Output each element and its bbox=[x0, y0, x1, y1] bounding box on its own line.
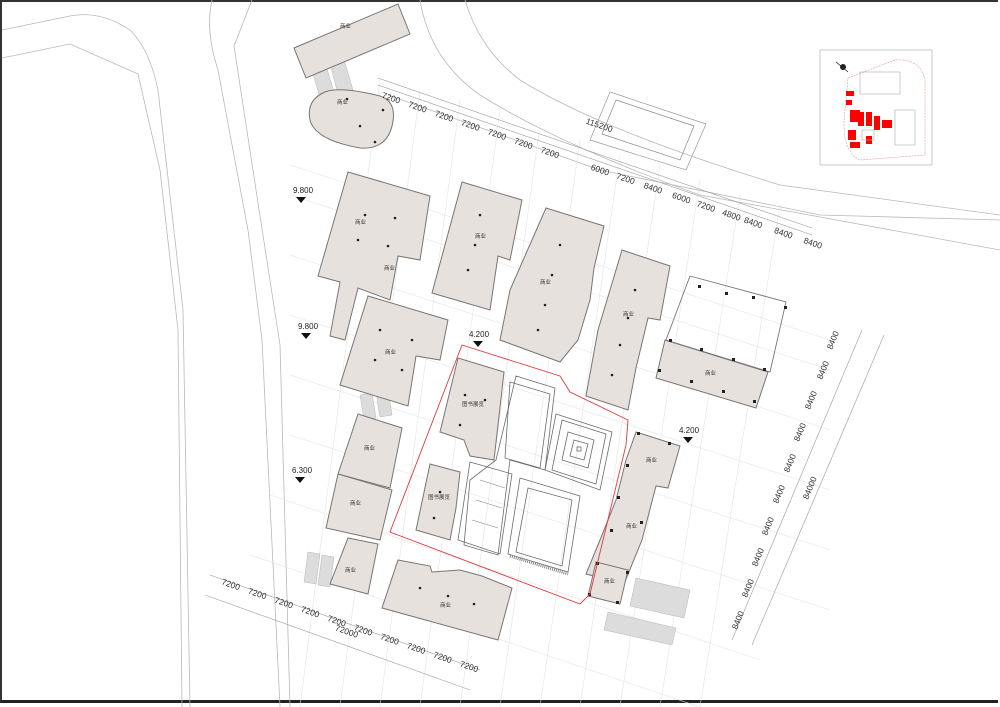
elevation-triangle-icon bbox=[301, 333, 311, 339]
label-commercial: 商业 bbox=[604, 577, 616, 585]
label-commercial: 商业 bbox=[364, 444, 376, 452]
building-library-2 bbox=[415, 463, 461, 541]
label-commercial: 商业 bbox=[626, 522, 638, 530]
elevation-triangle-icon bbox=[296, 197, 306, 203]
svg-text:8400: 8400 bbox=[760, 515, 776, 537]
svg-text:4.200: 4.200 bbox=[679, 426, 700, 435]
site-boundary bbox=[389, 344, 629, 605]
svg-text:6.300: 6.300 bbox=[292, 466, 313, 475]
svg-text:8400: 8400 bbox=[803, 389, 819, 411]
building-commercial-n1 bbox=[431, 181, 523, 311]
label-library: 图书展览 bbox=[428, 493, 451, 501]
dimension-total-right: 84000 bbox=[801, 475, 819, 501]
building-labels: 商业 商业 商业 商业 商业 商业 商业 商业 商业 商业 商业 商业 商业 商… bbox=[337, 22, 717, 609]
building-commercial-sw2 bbox=[325, 473, 393, 541]
building-commercial-sw1 bbox=[337, 413, 403, 489]
building-commercial-n2 bbox=[499, 207, 605, 363]
elevation-triangle-icon bbox=[473, 341, 483, 347]
label-commercial: 商业 bbox=[385, 348, 397, 356]
svg-text:8400: 8400 bbox=[792, 421, 808, 443]
building-commercial-nw bbox=[317, 171, 431, 341]
label-commercial: 商业 bbox=[350, 499, 362, 507]
building-commercial-oval bbox=[308, 89, 394, 149]
label-commercial: 商业 bbox=[384, 264, 396, 272]
label-commercial: 商业 bbox=[337, 98, 349, 106]
building-commercial-w bbox=[339, 295, 449, 407]
elevation-markers: 9.800 9.800 4.200 4.200 6.300 bbox=[292, 186, 700, 483]
svg-text:8400: 8400 bbox=[815, 359, 831, 381]
building-commercial-se2 bbox=[587, 561, 629, 605]
building-library-1 bbox=[439, 357, 505, 461]
label-commercial: 商业 bbox=[440, 601, 452, 609]
label-library: 图书展览 bbox=[462, 400, 485, 408]
svg-text:7200: 7200 bbox=[273, 595, 294, 611]
svg-text:8400: 8400 bbox=[825, 329, 841, 351]
courtyard-complex bbox=[457, 375, 613, 576]
key-plan bbox=[819, 49, 933, 166]
building-commercial-sw3 bbox=[329, 537, 379, 595]
plaza-outline bbox=[589, 91, 707, 171]
buildings bbox=[293, 3, 787, 641]
svg-text:7200: 7200 bbox=[220, 577, 241, 593]
svg-text:7200: 7200 bbox=[379, 631, 400, 647]
svg-text:4.200: 4.200 bbox=[469, 330, 490, 339]
label-commercial: 商业 bbox=[705, 369, 717, 377]
svg-text:9.800: 9.800 bbox=[293, 186, 314, 195]
svg-text:8400: 8400 bbox=[782, 452, 798, 474]
svg-text:8400: 8400 bbox=[773, 225, 794, 241]
svg-text:8400: 8400 bbox=[771, 483, 787, 505]
label-commercial: 商业 bbox=[540, 278, 552, 286]
svg-text:7200: 7200 bbox=[300, 604, 321, 620]
building-commercial-n3 bbox=[585, 249, 671, 411]
building-commercial-se bbox=[585, 431, 681, 585]
building-commercial-east bbox=[655, 339, 769, 409]
label-commercial: 商业 bbox=[355, 218, 367, 226]
svg-text:8400: 8400 bbox=[730, 609, 746, 631]
svg-text:7200: 7200 bbox=[247, 586, 268, 602]
label-commercial: 商业 bbox=[475, 232, 487, 240]
svg-text:9.800: 9.800 bbox=[298, 322, 319, 331]
dimension-total-top: 115200 bbox=[585, 116, 615, 135]
label-commercial: 商业 bbox=[623, 310, 635, 318]
svg-text:8400: 8400 bbox=[802, 235, 823, 251]
north-arrow-icon bbox=[835, 61, 849, 73]
column-dots bbox=[345, 97, 787, 606]
elevation-triangle-icon bbox=[683, 437, 693, 443]
svg-text:7200: 7200 bbox=[406, 640, 427, 656]
label-commercial: 商业 bbox=[646, 456, 658, 464]
svg-text:7200: 7200 bbox=[459, 659, 480, 675]
building-commercial-top bbox=[293, 3, 411, 79]
svg-text:7200: 7200 bbox=[432, 650, 453, 666]
label-commercial: 商业 bbox=[345, 566, 357, 574]
elevation-triangle-icon bbox=[295, 477, 305, 483]
label-commercial: 商业 bbox=[340, 22, 352, 30]
building-commercial-s bbox=[381, 559, 513, 641]
